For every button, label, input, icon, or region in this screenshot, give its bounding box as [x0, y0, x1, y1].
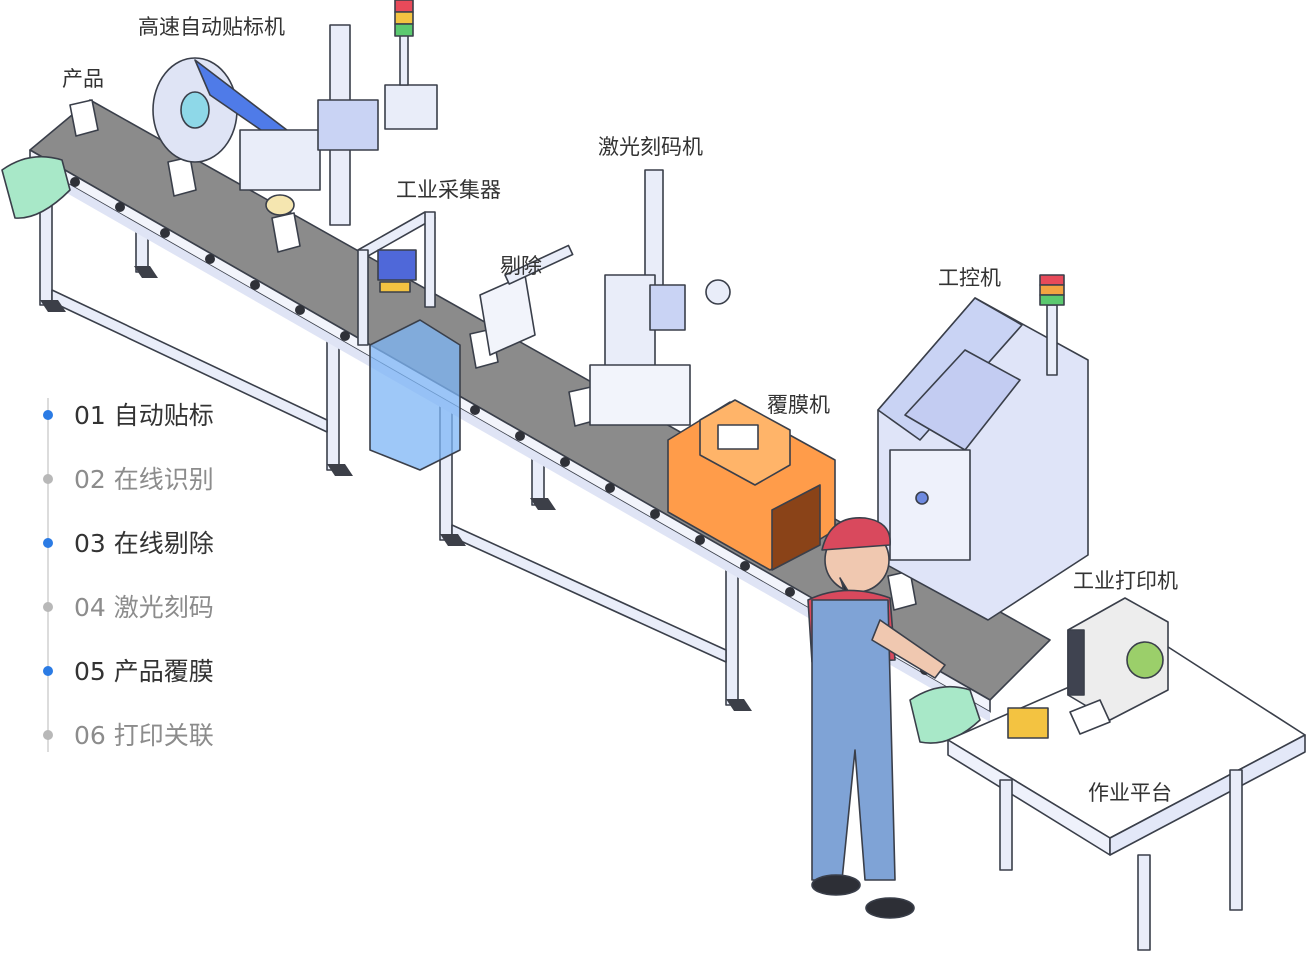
label-laminator: 覆膜机: [767, 393, 830, 417]
machine-labels: 产品 高速自动贴标机 工业采集器 剔除 激光刻码机 覆膜机 工控机 工业打印机 …: [62, 15, 1178, 805]
step-label: 06 打印关联: [74, 721, 214, 750]
industrial-printer: [1067, 597, 1169, 735]
laminator: [667, 399, 836, 571]
label-collector: 工业采集器: [396, 178, 501, 202]
label-laser: 激光刻码机: [598, 135, 703, 159]
green-hoppers: [1, 155, 981, 744]
step-item[interactable]: 02 在线识别: [43, 465, 214, 494]
laser-marker: [589, 169, 731, 426]
worker: [807, 517, 946, 919]
step-dot: [43, 666, 53, 676]
step-item[interactable]: 04 激光刻码: [43, 593, 214, 622]
step-dot: [43, 474, 53, 484]
step-dot: [43, 538, 53, 548]
industrial-collector: [357, 211, 436, 346]
step-dot: [43, 602, 53, 612]
step-label: 04 激光刻码: [74, 593, 214, 622]
step-item[interactable]: 01 自动贴标: [43, 401, 214, 430]
reject-guard: [369, 244, 574, 471]
step-label: 03 在线剔除: [74, 529, 214, 558]
step-label: 05 产品覆膜: [74, 657, 214, 686]
label-ipc: 工控机: [938, 266, 1001, 290]
step-dot: [43, 730, 53, 740]
step-item[interactable]: 06 打印关联: [43, 721, 214, 750]
label-workbench: 作业平台: [1088, 781, 1172, 805]
ipc-cabinet: [877, 274, 1089, 621]
workbench: [947, 644, 1306, 951]
auto-labeler: [152, 0, 438, 226]
process-steps: 01 自动贴标 02 在线识别 03 在线剔除 04 激光刻码 05 产品覆膜 …: [43, 398, 214, 752]
step-item[interactable]: 03 在线剔除: [43, 529, 214, 558]
step-item[interactable]: 05 产品覆膜: [43, 657, 214, 686]
label-printer: 工业打印机: [1073, 569, 1178, 593]
step-label: 02 在线识别: [74, 465, 214, 494]
step-dot: [43, 410, 53, 420]
step-label: 01 自动贴标: [74, 401, 214, 430]
label-product: 产品: [62, 67, 104, 91]
label-labeler: 高速自动贴标机: [138, 15, 285, 39]
conveyor-feet: [40, 266, 752, 711]
label-reject: 剔除: [500, 254, 542, 278]
